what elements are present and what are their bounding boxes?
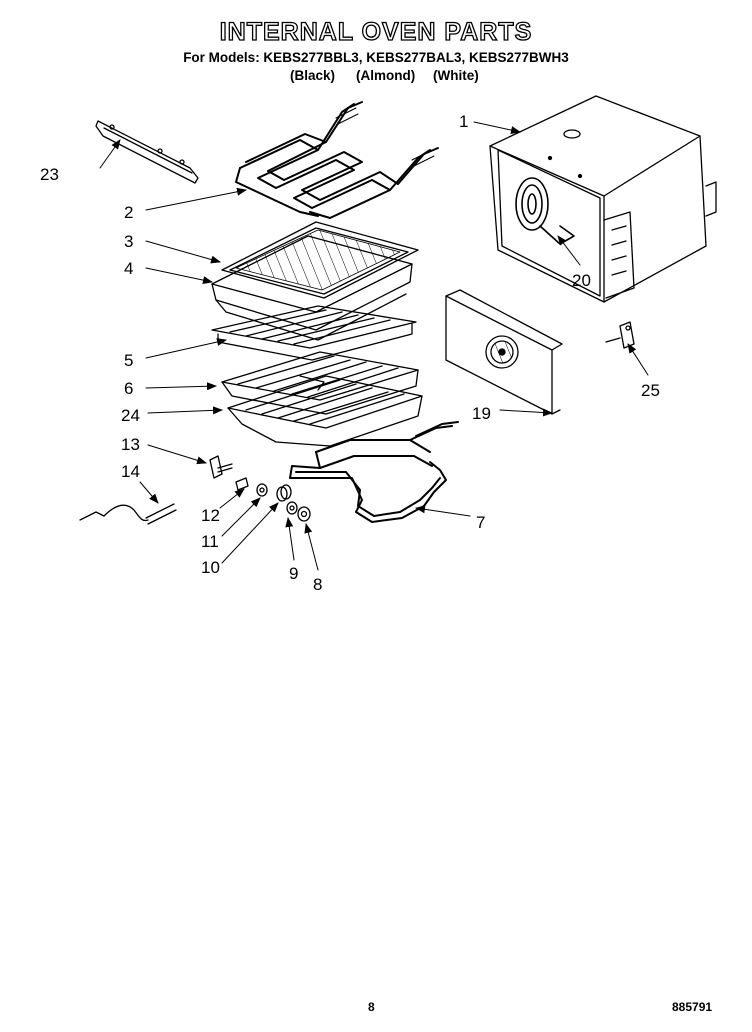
part-23-bracket: [95, 120, 199, 184]
part-12-plug: [235, 477, 249, 491]
page-title: INTERNAL OVEN PARTS: [219, 17, 533, 46]
part-10-fitting: [276, 484, 292, 502]
leader-lines: [99, 121, 649, 571]
callout-4: 4: [124, 259, 133, 278]
callout-11: 11: [201, 532, 219, 551]
models-line: For Models: KEBS277BBL3, KEBS277BAL3, KE…: [183, 50, 569, 65]
color-almond: (Almond): [356, 68, 416, 83]
part-14-oven-sensor: [79, 503, 177, 525]
callout-12: 12: [201, 506, 220, 525]
callout-24: 24: [121, 406, 140, 425]
part-13-sensor-bracket: [209, 455, 233, 479]
callout-8: 8: [313, 575, 322, 594]
part-25-bracket: [605, 321, 635, 349]
callout-23: 23: [40, 165, 59, 184]
callout-1: 1: [459, 112, 468, 131]
callout-3: 3: [124, 232, 133, 251]
callout-9: 9: [289, 564, 298, 583]
callout-7: 7: [476, 513, 485, 532]
callout-14: 14: [121, 462, 140, 481]
part-2-terminals: [335, 107, 435, 167]
part-24-oven-rack: [227, 375, 423, 447]
page-number: 8: [368, 1000, 375, 1014]
callout-20: 20: [572, 271, 591, 290]
callout-2: 2: [124, 203, 133, 222]
part-4-broil-pan: [211, 235, 413, 341]
color-black: (Black): [290, 68, 336, 83]
part-8-nut: [297, 506, 311, 522]
part-6-oven-rack: [221, 351, 419, 415]
callout-13: 13: [121, 435, 140, 454]
part-20-convection-element: [515, 177, 575, 245]
callout-6: 6: [124, 379, 133, 398]
part-9-nut: [286, 501, 298, 515]
callout-19: 19: [472, 404, 491, 423]
callout-25: 25: [641, 381, 660, 400]
document-number: 885791: [672, 1000, 713, 1014]
part-7-bake-element: [289, 421, 459, 523]
callout-5: 5: [124, 351, 133, 370]
part-19-fan-cover: [445, 289, 563, 415]
part-11-washer: [256, 483, 268, 497]
color-white: (White): [433, 68, 479, 83]
part-3-broil-pan-grid: [221, 221, 419, 299]
part-5-oven-rack: [211, 305, 417, 361]
part-1-oven-cavity: [489, 95, 717, 303]
part-2-broil-element: [235, 101, 439, 219]
callout-10: 10: [201, 558, 220, 577]
